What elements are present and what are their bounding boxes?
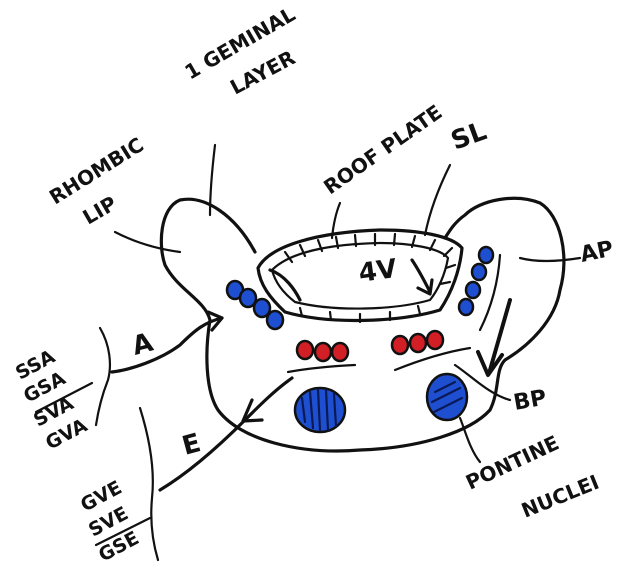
rhombic-label-2: LIP xyxy=(79,191,121,229)
afferent-letter: A xyxy=(129,328,156,362)
sl-label: SL xyxy=(447,116,490,156)
pontine-label-1: PONTINE xyxy=(462,431,563,495)
roof-plate-label: ROOF PLATE xyxy=(319,100,446,199)
pontine-label-2: NUCLEI xyxy=(518,470,603,523)
ap-label: AP xyxy=(578,237,616,268)
bp-label: BP xyxy=(512,386,549,416)
fourth-ventricle-label: 4V xyxy=(357,254,399,289)
efferent-letter: E xyxy=(179,428,204,462)
